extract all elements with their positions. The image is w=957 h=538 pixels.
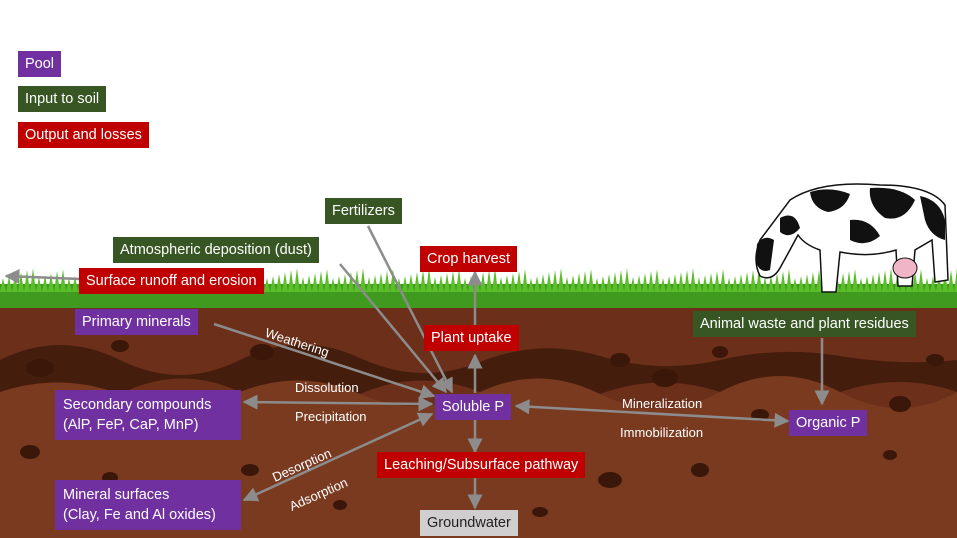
precipitation-label: Precipitation — [295, 409, 367, 424]
fertilizers-box: Fertilizers — [325, 198, 402, 224]
flow-arrows — [4, 225, 830, 510]
immobilization-label: Immobilization — [620, 425, 704, 440]
primary-minerals-box: Primary minerals — [75, 309, 198, 335]
animal-waste-box: Animal waste and plant residues — [693, 311, 916, 337]
soil-dark-band — [0, 344, 957, 409]
arrow-desorption-adsorption — [242, 412, 434, 502]
arrow-dissolution-precipitation — [242, 394, 434, 412]
mineral-surfaces-box: Mineral surfaces (Clay, Fe and Al oxides… — [55, 480, 241, 530]
arrow-atmospheric — [339, 263, 447, 394]
legend-output: Output and losses — [18, 122, 149, 148]
arrow-mineralization — [514, 399, 790, 428]
mineralization-label: Mineralization — [622, 396, 703, 411]
leaching-box: Leaching/Subsurface pathway — [377, 452, 586, 478]
legend-input: Input to soil — [18, 86, 107, 112]
plant-uptake-box: Plant uptake — [424, 325, 519, 351]
arrow-runoff — [4, 269, 81, 285]
dissolution-label: Dissolution — [295, 380, 359, 395]
atmospheric-deposition-box: Atmospheric deposition (dust) — [113, 237, 319, 263]
secondary-compounds-box: Secondary compounds (AlP, FeP, CaP, MnP) — [55, 390, 241, 440]
groundwater-box: Groundwater — [420, 510, 518, 536]
surface-runoff-box: Surface runoff and erosion — [79, 268, 264, 294]
crop-harvest-box: Crop harvest — [420, 246, 518, 272]
cow-illustration — [755, 183, 949, 293]
arrow-weathering — [213, 322, 436, 399]
grass-blades — [0, 268, 957, 292]
legend-pool: Pool — [18, 51, 62, 77]
soluble-p-box: Soluble P — [435, 394, 512, 420]
arrow-fertilizers — [366, 225, 454, 394]
organic-p-box: Organic P — [789, 410, 868, 436]
